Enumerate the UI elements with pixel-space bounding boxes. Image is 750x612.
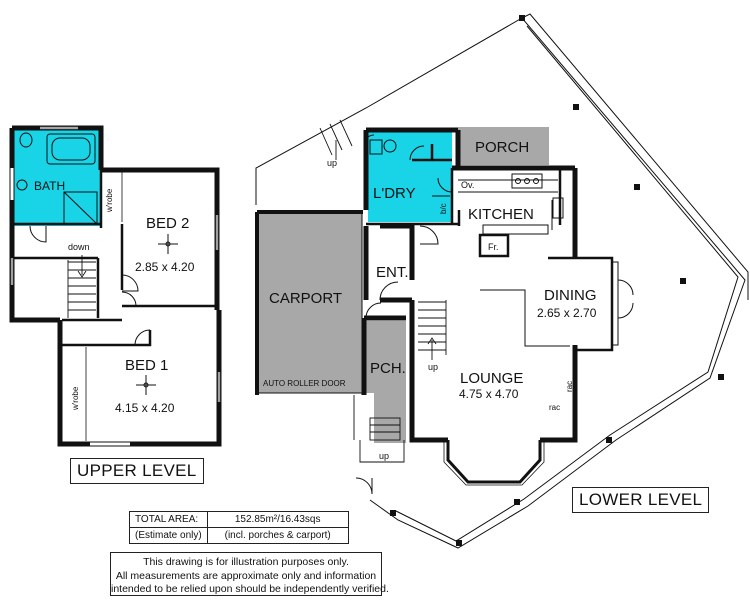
area-label: TOTAL AREA: [129,511,208,528]
room-label-bed1: BED 1 [125,357,168,374]
area-value: 152.85m²/16.43sqs [206,511,349,528]
stair-down-label: down [68,242,90,252]
pch-fill [363,321,406,393]
toilet [19,132,33,148]
carport-fill [259,214,362,393]
porch-fill [458,127,549,165]
upper-doors [29,225,151,346]
lower-level-label: LOWER LEVEL [572,487,710,513]
room-dim-bed2: 2.85 x 4.20 [135,260,195,274]
room-label-lounge: LOUNGE [460,370,523,387]
upper-windows [10,126,221,446]
lower-inner-walls [366,144,614,352]
upper-window-lines [10,126,221,402]
rac-label-wall: rac [565,381,574,392]
area-note-label: (Estimate only) [129,527,208,544]
room-label-kitchen: KITCHEN [468,206,534,223]
disclaimer-line-3: intended to be relied upon should be ind… [111,583,389,595]
room-dim-dining: 2.65 x 2.70 [537,306,597,320]
bay-window [446,440,542,484]
disclaimer: This drawing is for illustration purpose… [110,552,389,596]
wrobe-label-lower: w'robe [71,386,80,411]
rac-label-floor: rac [549,403,560,412]
wrobe-label-upper: w'robe [105,188,114,213]
lower-walls [361,127,578,443]
boundary-line-inner [521,13,749,300]
laundry-fixtures [369,139,450,197]
fridge-label: Fr. [488,242,499,252]
stair-up-top-label: up [327,158,337,168]
room-dim-bed1: 4.15 x 4.20 [115,401,175,415]
upper-level-label: UPPER LEVEL [70,458,204,484]
room-label-bed2: BED 2 [146,215,189,232]
upper-level-plan: BATH w'robe BED 2 2.85 x 4.20 down BED 1… [9,125,222,447]
stair-up-lounge-label: up [428,362,438,372]
room-label-porch: PORCH [475,139,529,156]
bathtub [46,133,96,165]
room-label-dining: DINING [544,287,597,304]
dining-window [612,261,634,346]
upper-inner-walls [12,170,219,347]
dining-divider [480,289,570,347]
area-row-total: TOTAL AREA: 152.85m²/16.43sqs [129,511,349,528]
balcony-edge [395,25,739,542]
basin [16,179,28,191]
ceiling-fan-bed2 [158,234,178,254]
room-label-bath: BATH [34,179,65,193]
room-label-entry: ENT. [376,264,409,281]
bay-window-inner [443,442,545,486]
stair-up-entry-label: up [379,451,389,461]
upper-stair [67,255,96,318]
room-label-carport: CARPORT [269,290,342,307]
carport-walls [255,210,363,395]
top-stair [319,119,353,160]
lower-level-plan: PORCH L'DRY b/c Ov. KITCHEN Fr. CARPORT … [255,13,749,549]
kitchen-bench [458,173,564,235]
ceiling-fan-bed1 [136,375,156,395]
oven-label: Ov. [461,180,474,190]
shower [63,191,98,225]
lounge-stair [418,300,447,360]
auto-roller-door-label: AUTO ROLLER DOOR [263,379,346,388]
bath-fill [14,130,101,226]
room-label-pch: PCH. [370,360,406,377]
entry-steps [353,395,405,463]
room-dim-lounge: 4.75 x 4.70 [459,387,519,401]
area-row-note: (Estimate only) (incl. porches & carport… [129,527,349,544]
disclaimer-line-1: This drawing is for illustration purpose… [143,556,349,568]
disclaimer-line-2: All measurements are approximate only an… [115,569,377,582]
boundary-line [255,17,746,549]
lower-doors [355,134,453,495]
room-label-laundry: L'DRY [373,185,416,202]
area-note-value: (incl. porches & carport) [206,527,349,544]
area-table: TOTAL AREA: 152.85m²/16.43sqs (Estimate … [129,511,349,544]
lower-windows [365,170,578,230]
bic-label: b/c [439,203,448,214]
boundary-posts [390,15,724,546]
